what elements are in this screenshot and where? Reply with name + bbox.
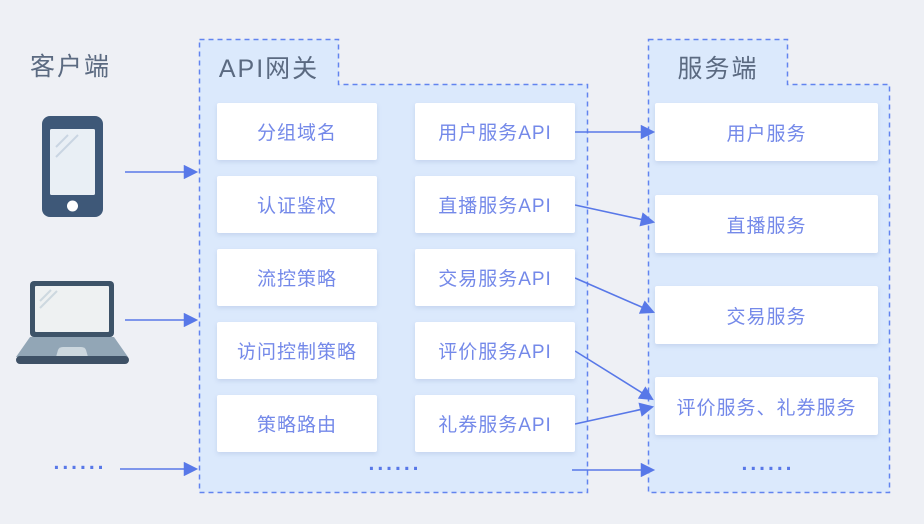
gateway-api-box-review: 评价服务API <box>415 322 575 379</box>
gateway-api-box-trade: 交易服务API <box>415 249 575 306</box>
client-ellipsis: ...... <box>53 451 107 474</box>
server-ellipsis: ...... <box>741 452 795 475</box>
gateway-ellipsis: ...... <box>368 452 422 475</box>
gateway-policy-box-routing: 策略路由 <box>217 395 377 452</box>
arrow-trade-api-to-trade-service <box>574 277 655 314</box>
gateway-title: API网关 <box>218 55 320 83</box>
gateway-api-box-coupon: 礼券服务API <box>415 395 575 452</box>
gateway-api-box-live: 直播服务API <box>415 176 575 233</box>
server-service-box-user: 用户服务 <box>655 103 878 161</box>
client-title: 客户端 <box>30 53 112 81</box>
server-title: 服务端 <box>677 55 759 83</box>
gateway-policy-box-access-control: 访问控制策略 <box>217 322 377 379</box>
phone-icon <box>42 116 103 217</box>
laptop-icon <box>16 281 129 364</box>
arrow-review-api-to-combined-service <box>574 350 654 401</box>
server-service-box-review-coupon: 评价服务、礼券服务 <box>655 377 878 435</box>
gateway-policy-box-authentication: 认证鉴权 <box>217 176 377 233</box>
server-service-box-live: 直播服务 <box>655 195 878 253</box>
gateway-policy-box-throttling: 流控策略 <box>217 249 377 306</box>
arrow-coupon-api-to-combined-service <box>574 402 655 425</box>
gateway-api-box-user: 用户服务API <box>415 103 575 160</box>
server-service-box-trade: 交易服务 <box>655 286 878 344</box>
gateway-policy-box-domain-grouping: 分组域名 <box>217 103 377 160</box>
arrow-live-api-to-live-service <box>574 204 656 227</box>
